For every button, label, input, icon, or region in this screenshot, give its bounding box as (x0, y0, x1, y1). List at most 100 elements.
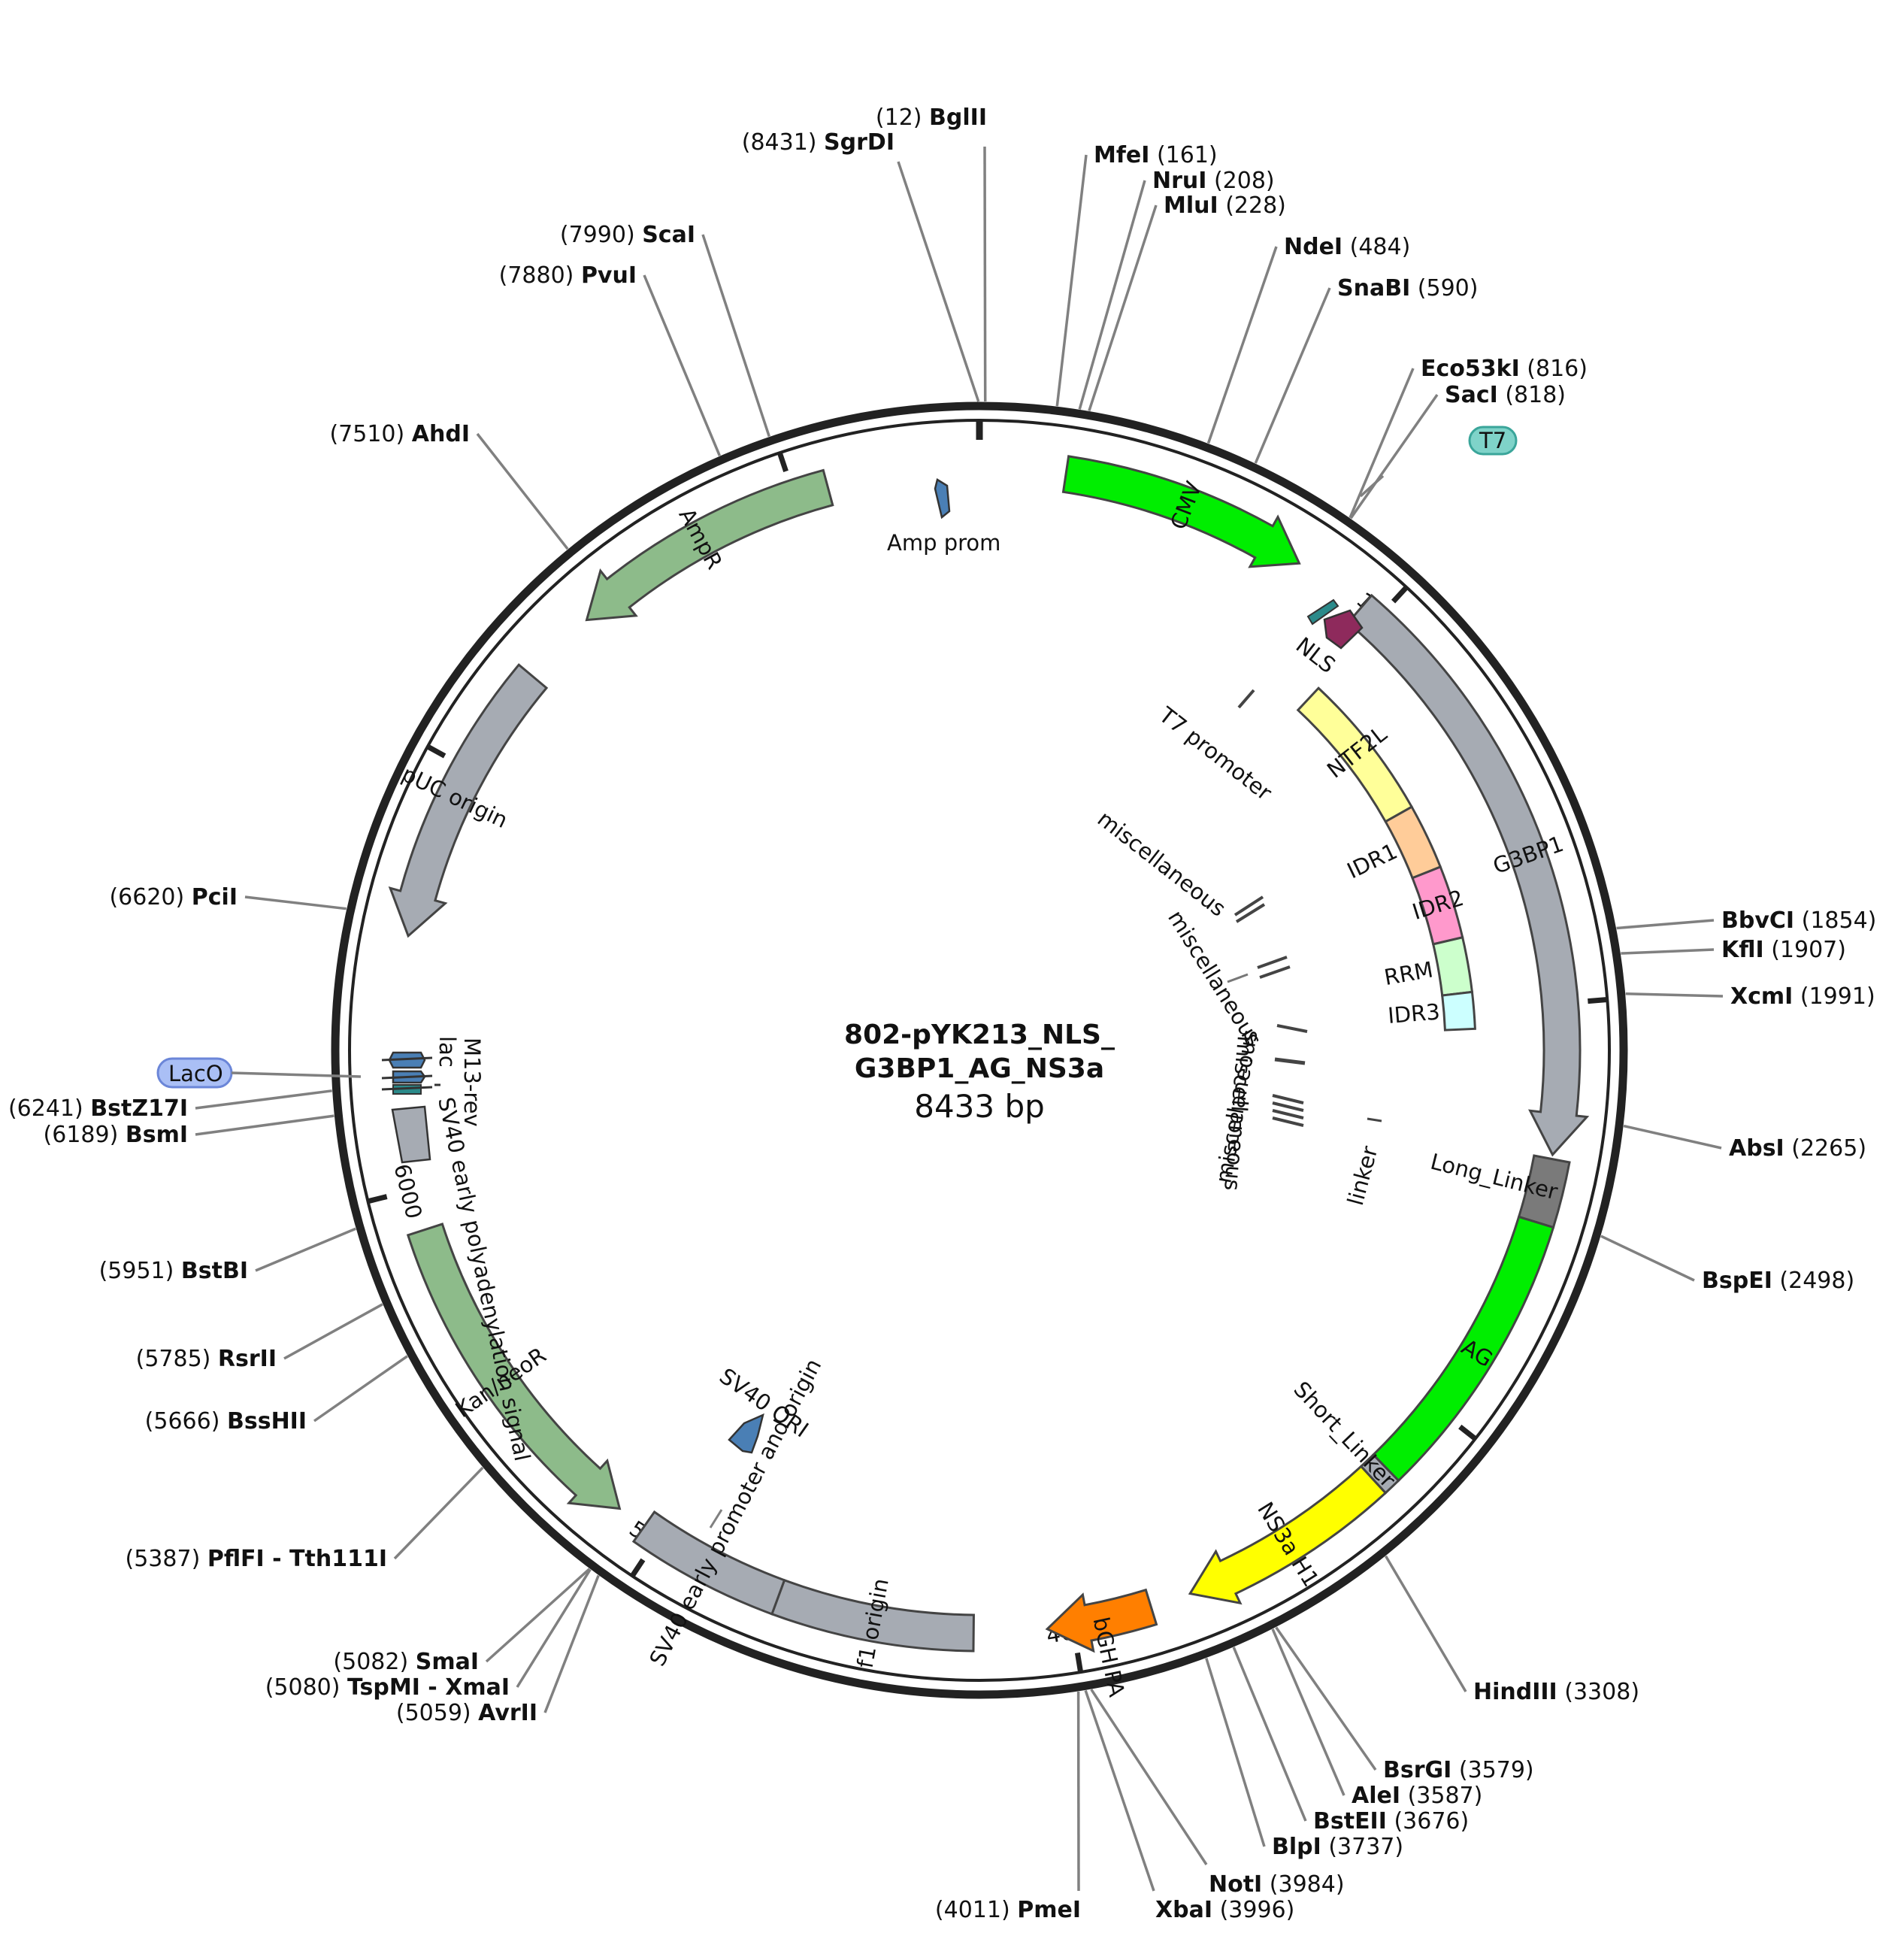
sv40-ori-marker (728, 1413, 764, 1454)
site-rsrii: (5785) RsrII (136, 1303, 383, 1372)
site-kfli: KflI (1907) (1621, 937, 1846, 963)
nls-marker (1323, 609, 1364, 650)
site-leader (643, 274, 722, 456)
plasmid-title: 802-pYK213_NLS_ G3BP1_AG_NS3a 8433 bp (844, 1019, 1115, 1125)
feature-puc-origin (388, 663, 549, 938)
site-label: (5785) RsrII (136, 1346, 277, 1372)
feature-kan-neor (406, 1222, 622, 1510)
site-bspei: BspEI (2498) (1600, 1235, 1854, 1294)
site-label: MluI (228) (1164, 192, 1286, 219)
site-saci: SacI (818) (1349, 382, 1566, 520)
site-leader (1205, 1657, 1266, 1847)
feature-cmv (1061, 455, 1301, 568)
site-leader (1254, 287, 1331, 464)
feature-label-short-linker: Short_Linker (1288, 1377, 1400, 1493)
site-ndei: NdeI (484) (1206, 234, 1410, 444)
tick-2000 (1588, 996, 1608, 1004)
site-bsshii: (5666) BssHII (145, 1355, 408, 1435)
misc-label-1: miscellaneous (1093, 806, 1231, 922)
site-mlui: MluI (228) (1088, 192, 1286, 411)
sv40-ori-leader (709, 1509, 723, 1528)
site-bsteii: BstEII (3676) (1232, 1647, 1469, 1834)
feature-ns3a-h1 (1188, 1465, 1388, 1605)
site-leader (701, 234, 770, 438)
site-label: BstEII (3676) (1313, 1808, 1469, 1834)
site-label: (5666) BssHII (145, 1408, 307, 1435)
small-features: Amp prom NLS T7 promoter miscellaneous m… (156, 426, 1518, 1528)
site-noti: NotI (3984) (1090, 1689, 1345, 1898)
site-label: MfeI (161) (1094, 142, 1218, 168)
feature-ampr (585, 468, 834, 622)
misc-mark-1 (1234, 895, 1264, 916)
site-eco53ki: Eco53kI (816) (1349, 356, 1588, 519)
t7-promoter-label: T7 promoter (1154, 701, 1277, 805)
site-absi: AbsI (2265) (1623, 1124, 1866, 1162)
site-leader (283, 1303, 383, 1360)
site-leader (1084, 1689, 1155, 1892)
site-leader (1349, 393, 1439, 520)
plasmid-name-line2: G3BP1_AG_NS3a (855, 1053, 1104, 1084)
site-label: SnaBI (590) (1337, 275, 1478, 301)
site-bglii: (12) BglII (876, 105, 987, 402)
site-leader (1621, 948, 1715, 955)
site-leader (1232, 1647, 1307, 1822)
site-label: NdeI (484) (1284, 234, 1410, 260)
domain-label-rrm: RRM (1382, 956, 1435, 990)
site-leader (1206, 246, 1278, 444)
site-avrii: (5059) AvrII (396, 1574, 600, 1726)
site-label: XbaI (3996) (1155, 1897, 1294, 1923)
site-leader (1088, 205, 1158, 411)
linker-label: linker (1342, 1144, 1383, 1208)
site-bstbi: (5951) BstBI (99, 1227, 356, 1284)
lac-tick-1 (381, 1056, 433, 1062)
site-ahdi: (7510) AhdI (329, 421, 569, 550)
site-leader (195, 1114, 334, 1136)
lac-tick-2 (381, 1074, 433, 1080)
site-label: Eco53kI (816) (1421, 356, 1588, 382)
site-label: (6241) BstZ17I (8, 1095, 188, 1122)
misc-mark-5 (1276, 1024, 1308, 1033)
site-label: (5059) AvrII (396, 1700, 537, 1726)
site-leader (485, 1568, 591, 1663)
lac-label: lac (434, 1036, 460, 1068)
site-bbvci: BbvCI (1854) (1616, 907, 1876, 934)
tick-1000 (1391, 585, 1409, 604)
site-xcmi: XcmI (1991) (1625, 983, 1875, 1010)
site-label: (7510) AhdI (329, 421, 470, 447)
tick-6000 (367, 1194, 388, 1204)
site-leader (1271, 1628, 1346, 1796)
site-leader (476, 432, 569, 550)
tick-5000 (630, 1558, 646, 1578)
domain-idr3 (1441, 990, 1476, 1032)
site-label: BsrGI (3579) (1383, 1757, 1534, 1783)
site-label: (7990) ScaI (560, 222, 695, 248)
site-leader (897, 161, 980, 402)
site-leader (1055, 154, 1088, 407)
site-label: NruI (208) (1152, 168, 1275, 194)
site-pvui: (7880) PvuI (499, 262, 722, 456)
site-label: HindIII (3308) (1473, 1679, 1639, 1705)
tick-8000 (776, 452, 789, 473)
site-label: (12) BglII (876, 105, 987, 131)
site-label: (4011) PmeI (935, 1897, 1081, 1923)
tick-7000 (426, 744, 446, 759)
site-label: BspEI (2498) (1702, 1268, 1854, 1294)
nls-teal-marker (1306, 598, 1339, 626)
site-leader (393, 1466, 484, 1560)
misc-mark-3 (1257, 956, 1288, 969)
tick-4000 (1074, 1652, 1084, 1673)
backbone-outer-ring (331, 401, 1628, 1699)
site-blpi: BlpI (3737) (1205, 1657, 1403, 1860)
misc-mark-12 (1227, 973, 1249, 983)
feature-sv40-early-promoter-and-origin (631, 1510, 786, 1616)
site-label: KflI (1907) (1721, 937, 1846, 963)
site-label: (5387) PflFI - Tth111I (126, 1546, 387, 1572)
t7-promoter-mark (1237, 689, 1255, 709)
site-leader (543, 1574, 600, 1713)
tick-3000 (1458, 1424, 1477, 1441)
feature-bgh-pa (1045, 1588, 1158, 1653)
misc-mark-6 (1274, 1057, 1306, 1065)
